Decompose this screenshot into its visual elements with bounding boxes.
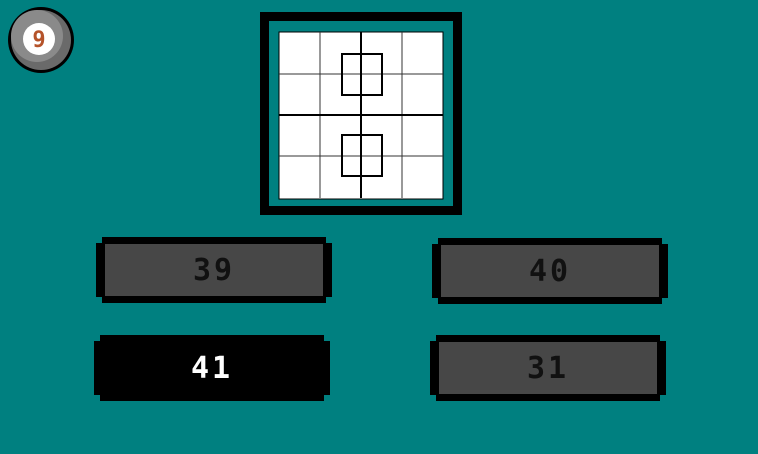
puzzle-frame [260, 12, 462, 215]
answer-label-4: 31 [526, 350, 570, 386]
answer-button-3[interactable]: 41 [94, 335, 330, 401]
grid-pattern-icon [260, 12, 462, 215]
level-number: 9 [32, 27, 46, 53]
answer-label-2: 40 [528, 253, 572, 289]
answer-button-4[interactable]: 31 [430, 335, 666, 401]
answer-button-1[interactable]: 39 [96, 237, 332, 303]
pool-ball-icon [8, 7, 74, 73]
answer-label-1: 39 [192, 252, 236, 288]
level-badge: 9 [6, 5, 76, 75]
answer-button-2[interactable]: 40 [432, 238, 668, 304]
answer-label-3: 41 [190, 350, 234, 386]
